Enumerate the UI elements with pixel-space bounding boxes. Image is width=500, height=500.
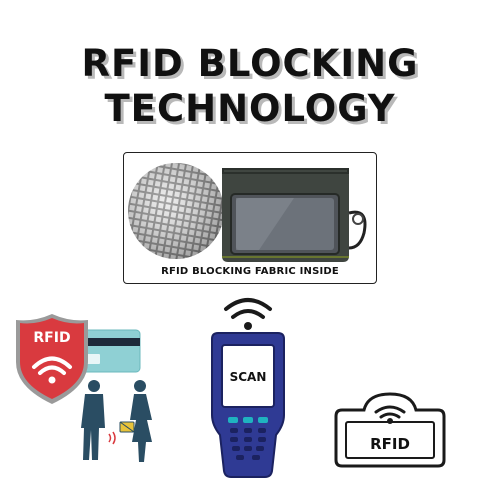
scanner-screen-text: SCAN xyxy=(230,370,267,384)
scanner-illustration: SCAN xyxy=(211,298,285,478)
pouch-image xyxy=(222,168,367,262)
man-silhouette-icon xyxy=(81,380,105,460)
rfid-card-icon xyxy=(334,392,446,468)
credit-card-icon xyxy=(79,329,141,373)
fabric-panel-illustration xyxy=(128,163,367,262)
rfid-card-illustration: RFID xyxy=(334,392,446,468)
scanner-device xyxy=(211,332,285,478)
woman-silhouette-icon xyxy=(130,380,152,462)
signal-waves-icon xyxy=(108,431,116,445)
rfid-wave-dot xyxy=(387,418,393,424)
rfid-card-label: RFID xyxy=(370,435,410,453)
headline-line-2: TECHNOLOGY xyxy=(104,87,396,130)
scanner-keypad xyxy=(228,417,268,460)
rfid-wave-icon xyxy=(374,405,406,419)
fabric-caption: RFID BLOCKING FABRIC INSIDE xyxy=(161,266,339,277)
skimming-illustration: RFID xyxy=(16,314,152,462)
mesh-fabric-swatch xyxy=(128,163,224,259)
fabric-panel: RFID BLOCKING FABRIC INSIDE xyxy=(123,152,377,284)
shield-label: RFID xyxy=(33,330,70,346)
rfid-shield-badge xyxy=(16,314,88,404)
headline-line-1: RFID BLOCKING xyxy=(81,42,419,85)
wifi-icon xyxy=(224,298,272,330)
blocked-card-icon xyxy=(119,421,135,433)
